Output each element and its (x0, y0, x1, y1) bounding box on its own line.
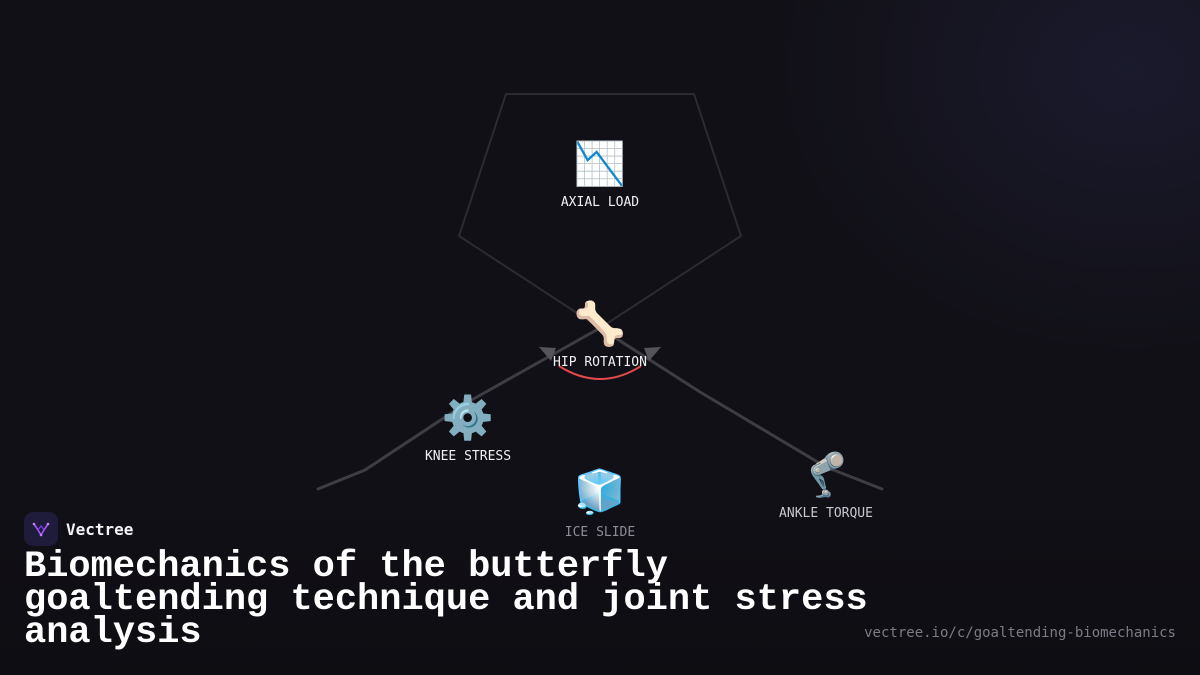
axial-load-label: AXIAL LOAD (560, 195, 640, 210)
hip-right-arrow-icon (644, 347, 661, 361)
vectree-logo-icon (24, 512, 58, 546)
hip-left-arrow-icon (539, 347, 556, 361)
source-url[interactable]: vectree.io/c/goaltending-biomechanics (864, 625, 1176, 641)
page-title: Biomechanics of the butterfly goaltendin… (24, 546, 868, 654)
hip-rotation-arc (558, 365, 642, 380)
brand-name: Vectree (66, 519, 134, 539)
chart-decreasing-icon: 📉 (573, 139, 627, 188)
ankle-torque-label: ANKLE TORQUE (779, 506, 873, 521)
bone-icon: 🦴 (573, 299, 627, 348)
ice-slide-label: ICE SLIDE (564, 525, 636, 540)
ice-cube-icon: 🧊 (573, 467, 627, 516)
right-leg-line (598, 326, 884, 491)
left-leg-line (316, 326, 602, 491)
brand: Vectree (24, 512, 133, 546)
mechanical-leg-icon: 🦿 (799, 450, 853, 499)
torso-outline (457, 93, 743, 330)
knee-stress-label: KNEE STRESS (424, 449, 512, 464)
gear-icon: ⚙️ (441, 393, 495, 442)
hip-rotation-label: HIP ROTATION (553, 355, 647, 370)
